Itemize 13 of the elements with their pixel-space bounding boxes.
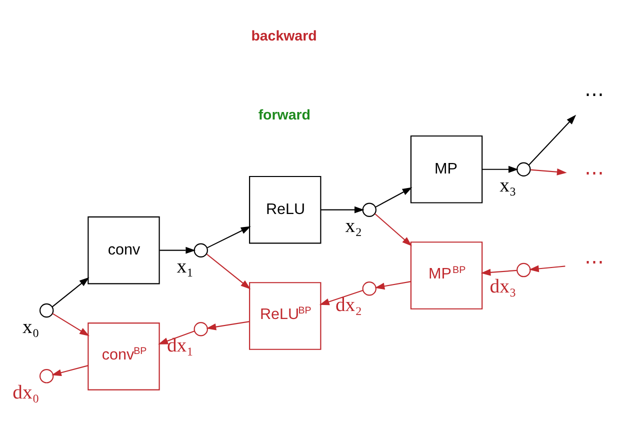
node-label: x₂ — [345, 214, 362, 237]
node-label: dx₂ — [335, 293, 362, 316]
node-text: ⋯ — [584, 83, 604, 106]
node-text: ⋯ — [584, 250, 604, 273]
label: forward — [258, 106, 310, 123]
node-label: x₀ — [22, 315, 40, 338]
node-text: ⋯ — [584, 162, 604, 184]
node-label: dx₁ — [166, 334, 194, 356]
node-label: dx₃ — [490, 274, 516, 297]
node-label: x₃ — [500, 174, 516, 196]
label: backward — [251, 28, 317, 44]
node-label: x₁ — [176, 255, 194, 278]
node-label: dx₀ — [12, 380, 40, 403]
